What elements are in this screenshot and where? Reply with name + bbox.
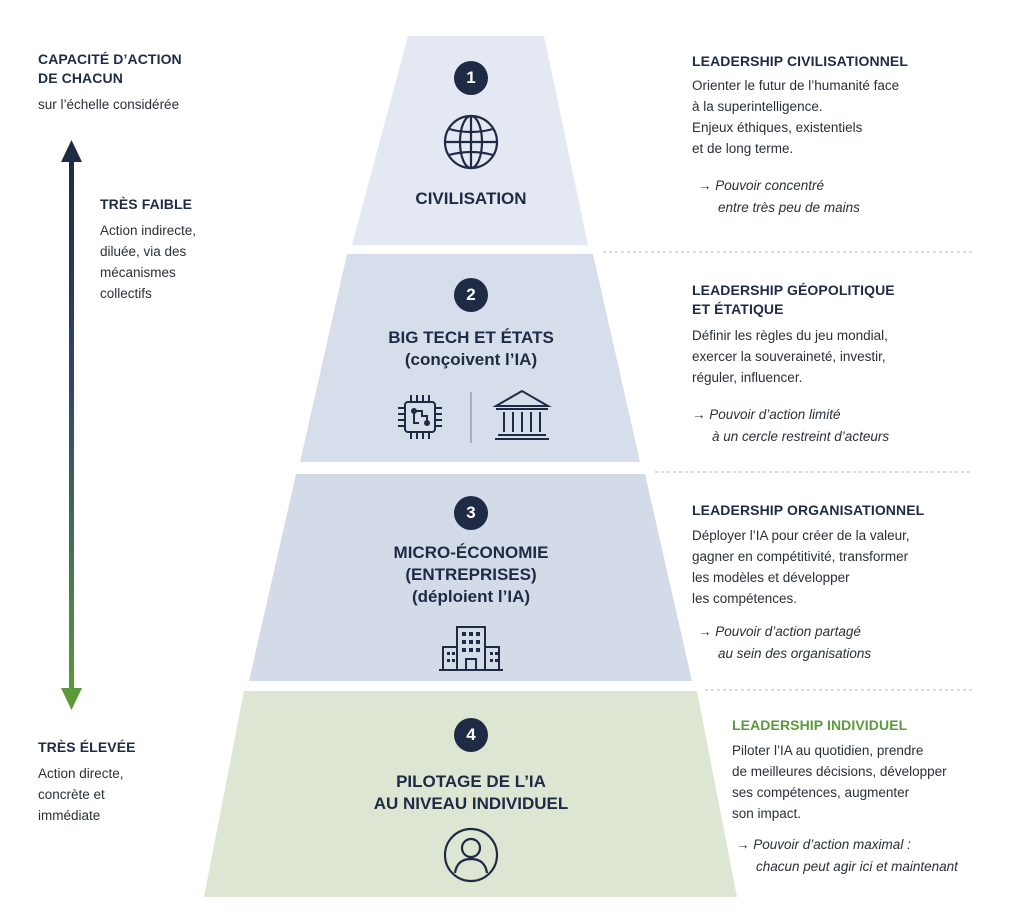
axis-title: CAPACITÉ D’ACTION DE CHACUN: [38, 50, 182, 88]
government-building-icon: [492, 389, 552, 440]
level-2-number-badge: 2: [454, 278, 488, 312]
axis-subtitle: sur l’échelle considérée: [38, 97, 180, 112]
low-capacity-title: TRÈS FAIBLE: [100, 196, 193, 212]
level-4-title: PILOTAGE DE L’IA AU NIVEAU INDIVIDUEL: [373, 772, 569, 813]
axis-title-line-1: CAPACITÉ D’ACTION: [38, 51, 182, 67]
tier-3-shape: [249, 474, 692, 681]
level-1-number-badge: 1: [454, 61, 488, 95]
level-3-number-badge: 3: [454, 496, 488, 530]
level-1-power: → Pouvoir concentré entre très peu de ma…: [698, 178, 860, 215]
level-4-body: Piloter l’IA au quotidien, prendre de me…: [732, 743, 947, 821]
level-3-power: → Pouvoir d’action partagé au sein des o…: [698, 624, 872, 661]
level-3-title: MICRO-ÉCONOMIE (ENTREPRISES) (déploient …: [393, 543, 549, 606]
level-2-body: Définir les règles du jeu mondial, exerc…: [692, 328, 888, 385]
high-capacity-title: TRÈS ÉLEVÉE: [38, 739, 136, 755]
level-2-power: → Pouvoir d’action limité à un cercle re…: [692, 407, 890, 444]
level-2-title: BIG TECH ET ÉTATS (conçoivent l’IA): [388, 328, 554, 369]
level-1-heading: LEADERSHIP CIVILISATIONNEL: [692, 53, 908, 69]
low-capacity-desc: Action indirecte, diluée, via des mécani…: [100, 223, 197, 301]
level-4-power: → Pouvoir d’action maximal : chacun peut…: [736, 837, 958, 874]
level-3-body: Déployer l’IA pour créer de la valeur, g…: [692, 528, 910, 606]
level-2-heading: LEADERSHIP GÉOPOLITIQUE ET ÉTATIQUE: [692, 282, 895, 317]
capacity-arrow: [61, 140, 82, 710]
axis-title-line-2: DE CHACUN: [38, 70, 123, 86]
level-4-heading: LEADERSHIP INDIVIDUEL: [732, 717, 908, 733]
chip-icon: [398, 395, 442, 439]
level-4-number-badge: 4: [454, 718, 488, 752]
office-building-icon: [439, 626, 503, 671]
level-3-heading: LEADERSHIP ORGANISATIONNEL: [692, 502, 925, 518]
level-2-description: LEADERSHIP GÉOPOLITIQUE ET ÉTATIQUE Défi…: [692, 281, 1012, 448]
person-icon: [443, 827, 499, 883]
level-4-description: LEADERSHIP INDIVIDUEL Piloter l’IA au qu…: [732, 716, 1022, 878]
tier-2-shape: [300, 254, 640, 462]
level-1-description: LEADERSHIP CIVILISATIONNEL Orienter le f…: [692, 52, 1012, 219]
level-1-title: CIVILISATION: [415, 189, 527, 208]
level-3-description: LEADERSHIP ORGANISATIONNEL Déployer l’IA…: [692, 501, 1012, 665]
level-1-body: Orienter le futur de l’humanité face à l…: [692, 78, 900, 156]
high-capacity-desc: Action directe, concrète et immédiate: [38, 766, 124, 823]
tier-4-shape: [204, 691, 737, 897]
globe-icon: [443, 114, 499, 170]
